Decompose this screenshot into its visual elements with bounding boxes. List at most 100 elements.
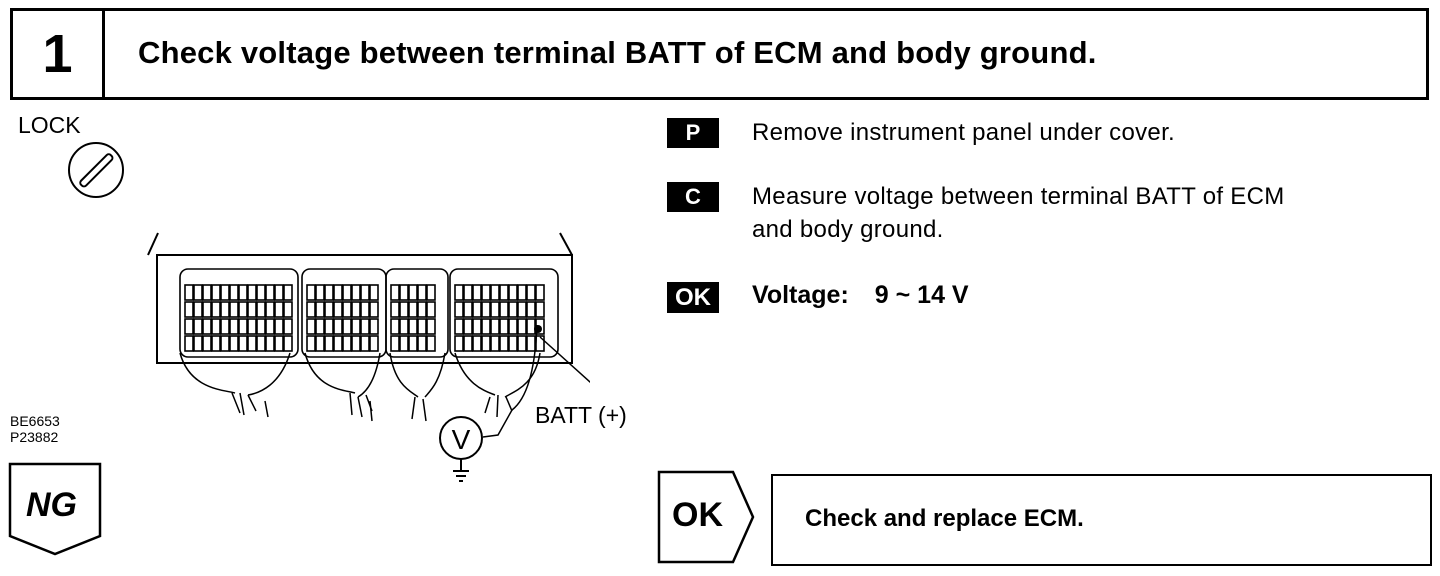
connector-pin [274,284,284,301]
connector-block [385,268,449,358]
ignition-lock-icon [68,142,124,198]
ng-branch-marker [8,462,102,556]
figure-code: P23882 [10,429,59,445]
connector-pin [535,284,545,301]
connector-pin [315,335,325,352]
connector-pin [184,301,194,318]
connector-pin [283,284,293,301]
connector-pin [490,318,500,335]
spec-value: 9 ~ 14 V [874,281,969,309]
connector-pin [274,318,284,335]
connector-pin [247,301,257,318]
connector-pin [256,284,266,301]
connector-pin [481,301,491,318]
connector-pin [426,284,436,301]
connector-pin [508,318,518,335]
ok-label: OK [672,496,723,534]
connector-pin [490,335,500,352]
connector-pin [274,335,284,352]
connector-pin [390,284,400,301]
check-text-line-1: Measure voltage between terminal BATT of… [752,183,1285,210]
connector-pin [220,318,230,335]
figure-code: BE6653 [10,413,60,429]
connector-pin [408,318,418,335]
connector-pin [333,335,343,352]
connector-pin [369,284,379,301]
step-number: 1 [13,11,105,97]
connector-pin [463,318,473,335]
connector-pin [342,301,352,318]
connector-block [449,268,559,358]
connector-pin [417,301,427,318]
ok-spec-badge: OK [667,282,719,313]
connector-pin [238,318,248,335]
connector-pin [256,301,266,318]
connector-pin [211,335,221,352]
connector-pin [220,284,230,301]
lock-label: LOCK [18,112,81,138]
connector-pin [351,284,361,301]
connector-pin [417,284,427,301]
connector-pin [265,301,275,318]
connector-pin [274,301,284,318]
connector-pin [220,335,230,352]
connector-pin [202,335,212,352]
connector-pin [193,318,203,335]
connector-pin [315,284,325,301]
connector-pin [211,301,221,318]
connector-pin [490,284,500,301]
connector-pin [265,284,275,301]
connector-pin [202,284,212,301]
connector-pin [360,284,370,301]
connector-pin [369,301,379,318]
connector-pin [306,335,316,352]
connector-pin [426,318,436,335]
connector-pin [306,284,316,301]
connector-pin [472,318,482,335]
connector-pin [238,284,248,301]
connector-pin [454,284,464,301]
connector-pin [463,284,473,301]
connector-pin [229,301,239,318]
connector-pin [454,301,464,318]
connector-pin [526,335,536,352]
connector-pin [333,318,343,335]
procedure-badge: P [667,118,719,148]
connector-pin [324,301,334,318]
connector-pin [508,301,518,318]
connector-pin [193,284,203,301]
connector-pin [390,318,400,335]
connector-pin [193,335,203,352]
connector-pin [417,335,427,352]
step-header: 1 Check voltage between terminal BATT of… [10,8,1429,100]
connector-pin [481,318,491,335]
procedure-text: Remove instrument panel under cover. [752,119,1176,146]
connector-pin [211,318,221,335]
connector-pin [247,284,257,301]
connector-pin [256,335,266,352]
connector-pin [399,301,409,318]
ok-branch-arrow [657,470,755,564]
connector-pin [306,301,316,318]
connector-pin [454,318,464,335]
ok-result-box [771,474,1432,566]
connector-pin [238,335,248,352]
connector-pin [526,284,536,301]
connector-pin [324,318,334,335]
connector-pin [306,318,316,335]
connector-pin [369,335,379,352]
connector-pin [256,318,266,335]
connector-pin [229,335,239,352]
connector-pin [360,301,370,318]
spec-label: Voltage: [752,281,849,309]
connector-pin [517,335,527,352]
check-badge: C [667,182,719,212]
connector-pin [499,301,509,318]
connector-pin [426,301,436,318]
connector-pin [247,335,257,352]
connector-pin [369,318,379,335]
connector-pin [324,335,334,352]
connector-pin [535,301,545,318]
connector-pin [408,301,418,318]
connector-pin [333,284,343,301]
